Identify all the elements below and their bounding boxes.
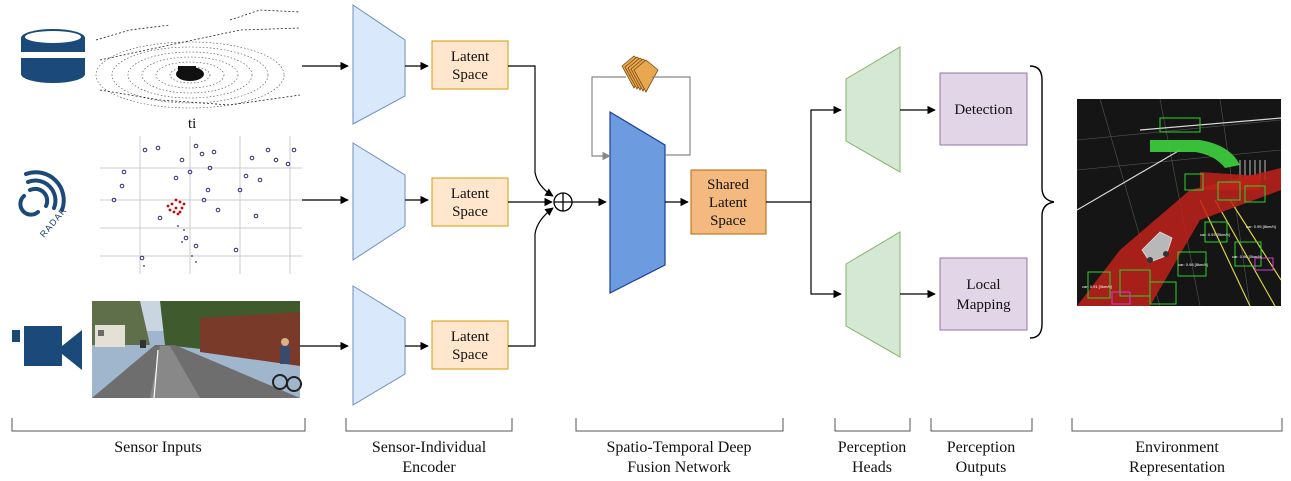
lidar-icon [21, 29, 85, 83]
fusion-network-block [609, 110, 666, 294]
section-label-fusion: Spatio-Temporal Deep [606, 439, 751, 456]
shared-latent-space: Shared Latent Space [690, 169, 767, 235]
bracket-encoder [345, 418, 513, 432]
section-label-encoder-line2: Encoder [402, 459, 456, 476]
lidar-point-cloud: ti [92, 4, 302, 132]
bracket-fusion-network [575, 418, 784, 432]
outputs-brace [1029, 65, 1055, 339]
svg-text:Shared: Shared [707, 177, 749, 193]
latent-space-radar: Latent Space [431, 177, 509, 227]
env-tag: car: 0.95 [8km/h] [1246, 224, 1276, 229]
latent-space-camera: Latent Space [431, 320, 509, 370]
svg-text:Detection: Detection [954, 102, 1013, 118]
memory-stack-icon [621, 55, 659, 93]
local-mapping-output: Local Mapping [939, 257, 1028, 331]
env-tag: car: 0.91 [0km/h] [1082, 284, 1112, 289]
radar-scatter-plot [100, 136, 302, 274]
section-label-encoder: Sensor-Individual [372, 439, 487, 456]
env-tag: car: 0.93 [0km/h] [1200, 232, 1230, 237]
radar-plot-caption: ti [188, 116, 196, 132]
radar-icon-label: RADAR [38, 205, 69, 239]
svg-text:Latent: Latent [709, 195, 748, 211]
svg-text:Space: Space [452, 67, 488, 83]
detection-head [845, 46, 901, 173]
fusion-add-operator [553, 192, 573, 212]
section-label-heads: Perception [838, 439, 906, 456]
svg-text:Latent: Latent [451, 186, 490, 202]
bracket-sensor-inputs [11, 418, 306, 432]
svg-text:Space: Space [710, 213, 746, 229]
detection-output: Detection [939, 72, 1028, 146]
lidar-encoder [352, 4, 406, 125]
section-label-fusion-line2: Fusion Network [627, 459, 731, 476]
section-label-outputs: Perception [947, 439, 1015, 456]
bracket-perception-outputs [930, 418, 1033, 432]
svg-text:Mapping: Mapping [956, 297, 1011, 313]
section-label-environment: Environment [1135, 439, 1219, 456]
svg-text:Space: Space [452, 347, 488, 363]
env-tag: car: 0.96 [0km/h] [1232, 254, 1262, 259]
radar-icon: RADAR [18, 170, 69, 239]
env-tag: car: 0.98 [8km/h] [1178, 262, 1208, 267]
camera-encoder [352, 285, 406, 406]
bracket-environment [1071, 418, 1283, 432]
section-label-environment-line2: Representation [1129, 459, 1225, 476]
svg-text:Latent: Latent [451, 329, 490, 345]
latent-space-lidar: Latent Space [431, 40, 509, 90]
section-label-sensor-inputs: Sensor Inputs [114, 439, 202, 456]
section-label-heads-line2: Heads [852, 459, 892, 476]
camera-street-image [92, 301, 302, 399]
mapping-head [845, 231, 901, 358]
section-label-outputs-line2: Outputs [956, 459, 1007, 476]
svg-text:Space: Space [452, 204, 488, 220]
section-labels: Sensor Inputs Sensor-Individual Encoder … [114, 439, 1225, 476]
radar-encoder [352, 142, 406, 261]
bracket-perception-heads [834, 418, 911, 432]
recurrent-loop-in [591, 76, 626, 161]
recurrent-loop-out [652, 76, 691, 156]
environment-object-tags: car: 0.98 [8km/h] car: 0.96 [0km/h] car:… [1082, 224, 1276, 289]
svg-text:Latent: Latent [451, 49, 490, 65]
svg-text:Local: Local [966, 277, 1000, 293]
camera-icon [12, 326, 82, 370]
environment-representation-image: car: 0.98 [8km/h] car: 0.96 [0km/h] car:… [1076, 98, 1282, 307]
